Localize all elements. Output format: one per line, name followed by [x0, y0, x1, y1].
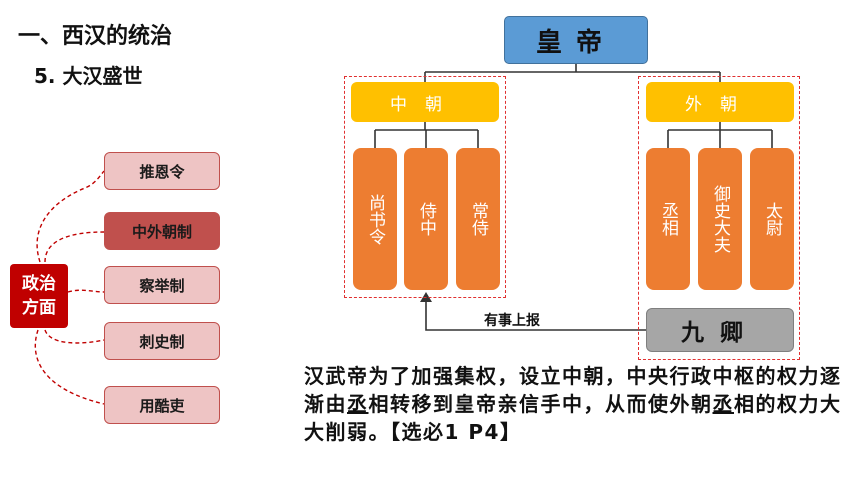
- topic-item-zhongwaichao[interactable]: 中外朝制: [104, 212, 220, 250]
- report-arrow: [425, 300, 646, 331]
- official-shangshuling: 尚书令: [353, 148, 397, 290]
- topic-root-politics: 政治 方面: [10, 264, 68, 328]
- outer-court-box: 外朝: [646, 82, 794, 122]
- emperor-box: 皇帝: [504, 16, 648, 64]
- official-chengxiang: 丞相: [646, 148, 690, 290]
- summary-text: 汉武帝为了加强集权，设立中朝，中央行政中枢的权力逐渐由丞相转移到皇帝亲信手中，从…: [304, 362, 844, 446]
- topic-root-line1: 政治: [22, 274, 56, 294]
- topic-item-cishizhi[interactable]: 刺史制: [104, 322, 220, 360]
- subsection-heading: 5. 大汉盛世: [34, 64, 143, 88]
- summary-term2: 丞: [712, 392, 734, 416]
- official-taiwei: 太尉: [750, 148, 794, 290]
- summary-part3: 相的权力大大削弱。【选必1 P4】: [304, 392, 842, 444]
- topic-item-chajuzhi[interactable]: 察举制: [104, 266, 220, 304]
- official-yushidafu: 御史大夫: [698, 148, 742, 290]
- summary-term1: 丞: [347, 392, 369, 416]
- ministers-box: 九卿: [646, 308, 794, 352]
- official-changshi: 常侍: [456, 148, 500, 290]
- topic-item-yongkuli[interactable]: 用酷吏: [104, 386, 220, 424]
- summary-part1: 汉武帝为了加强集权，设立中朝，中央行政中枢的权力逐渐由: [304, 364, 842, 416]
- topic-root-line2: 方面: [22, 298, 56, 318]
- topic-connectors: [34, 170, 105, 405]
- official-shizhong: 侍中: [404, 148, 448, 290]
- inner-court-box: 中朝: [351, 82, 499, 122]
- org-tree-lines: [374, 64, 773, 148]
- topic-item-tuienling[interactable]: 推恩令: [104, 152, 220, 190]
- report-label: 有事上报: [484, 313, 540, 329]
- section-heading: 一、西汉的统治: [18, 24, 173, 49]
- summary-part2: 相转移到皇帝亲信手中，从而使外朝: [368, 392, 713, 416]
- inner-court-frame: [344, 76, 506, 298]
- outer-court-frame: [638, 76, 800, 360]
